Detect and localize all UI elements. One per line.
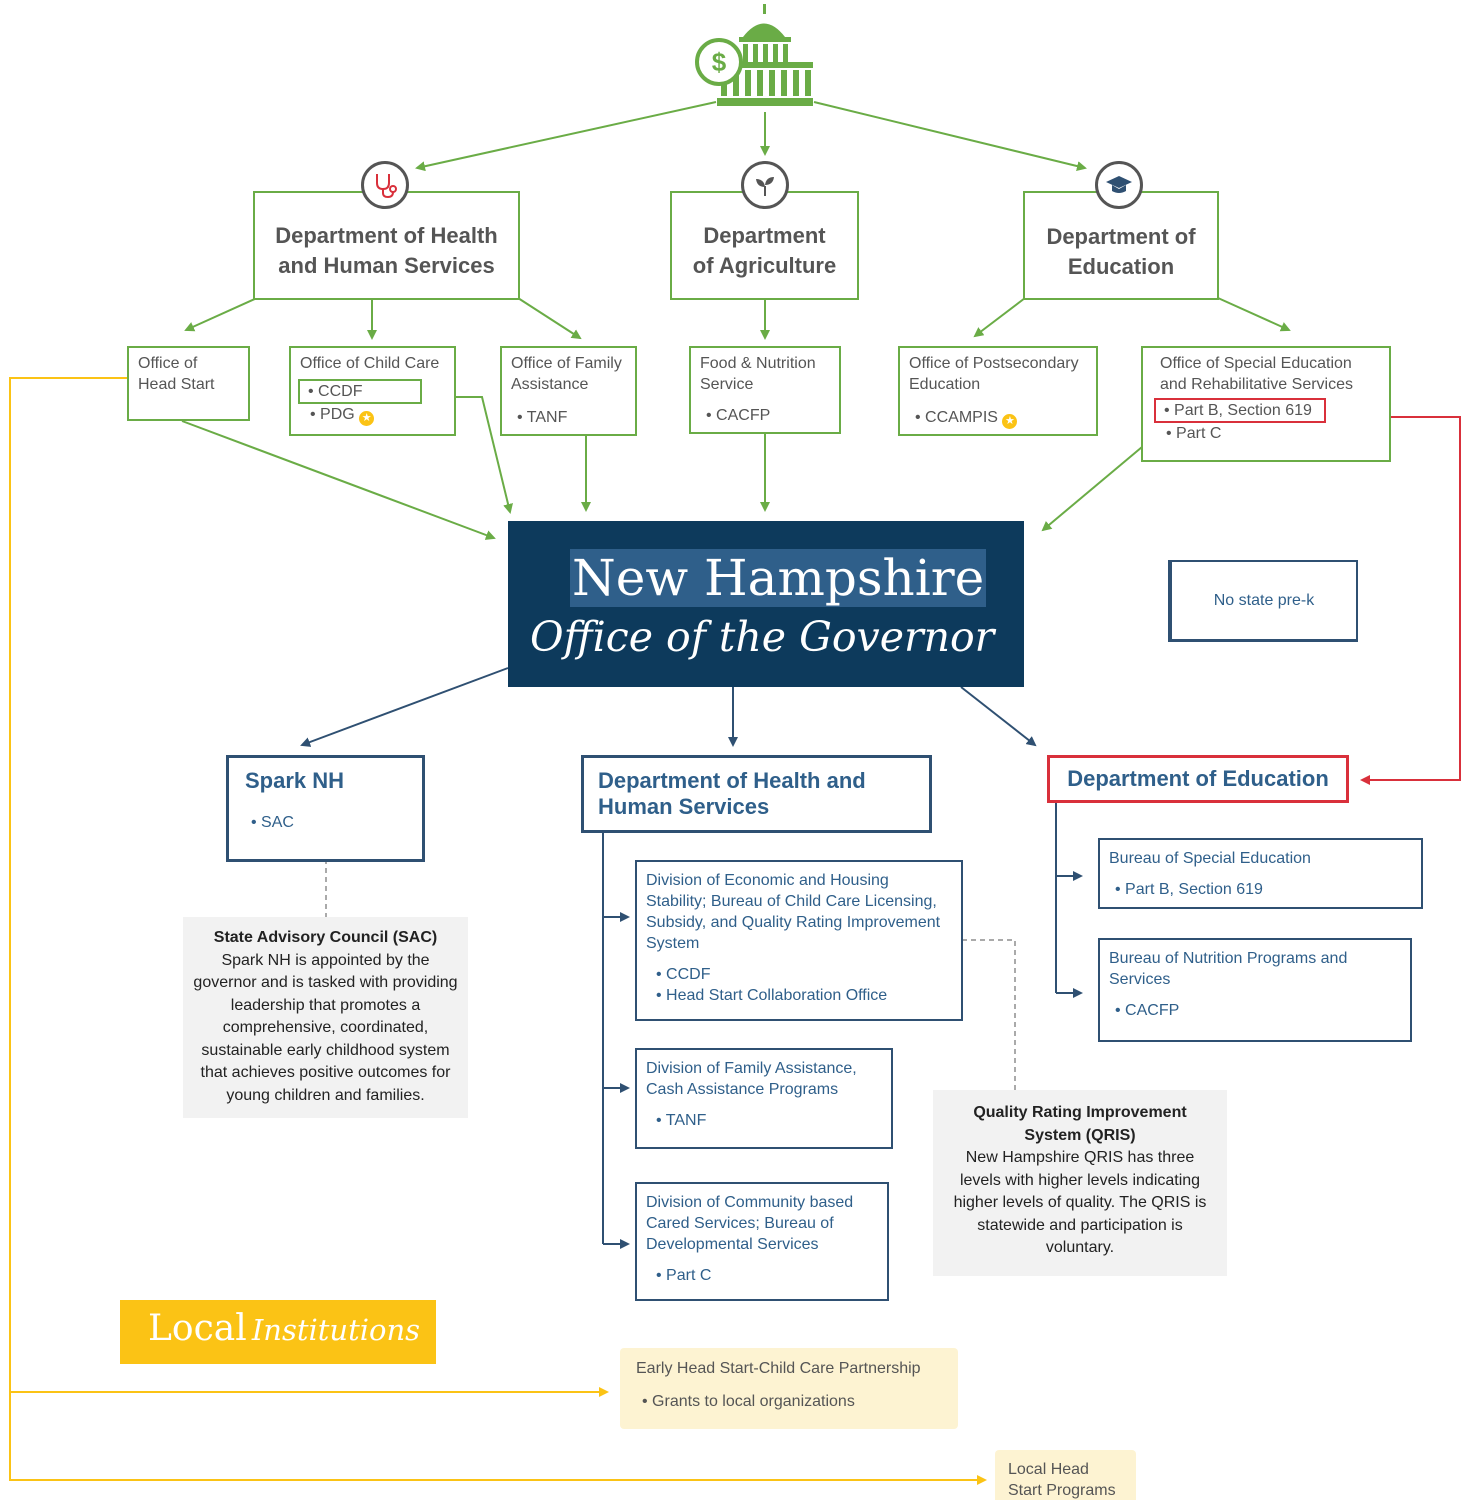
state-dhhs-title: Department of Health and Human Services: [598, 768, 866, 819]
doe-bureau-nutrition-item-cacfp: • CACFP: [1115, 1002, 1180, 1019]
office-child-care-item-pdg: • PDG ★: [300, 404, 445, 426]
local-banner-italic: Institutions: [251, 1313, 421, 1347]
doe-bureau-special-education: Bureau of Special Education • Part B, Se…: [1098, 838, 1423, 909]
federal-dept-education: Department of Education: [1023, 191, 1219, 300]
doe-bureau-nutrition-title: Bureau of Nutrition Programs and Service…: [1109, 950, 1348, 988]
local-ehs-partnership-item-grants: • Grants to local organizations: [642, 1393, 855, 1410]
dhhs-division-economic-housing-title: Division of Economic and Housing Stabili…: [646, 872, 941, 952]
office-child-care-item-ccdf: • CCDF: [298, 379, 423, 404]
governor-office-box: New Hampshire Office of the Governor: [508, 521, 1024, 687]
qris-note-body: New Hampshire QRIS has three levels with…: [953, 1149, 1207, 1256]
federal-dept-agriculture-title: Department of Agriculture: [692, 222, 837, 278]
office-special-education-item-part-c: • Part C: [1166, 425, 1222, 442]
office-head-start-title: Office of Head Start: [138, 355, 215, 393]
state-spark-nh-title: Spark NH: [245, 768, 345, 793]
office-special-education-title: Office of Special Education and Rehabili…: [1160, 355, 1353, 393]
office-postsecondary-item-ccampis: • CCAMPIS ★: [909, 407, 1087, 429]
doe-bureau-special-education-title: Bureau of Special Education: [1109, 850, 1311, 867]
dhhs-division-economic-housing: Division of Economic and Housing Stabili…: [635, 860, 963, 1021]
office-special-education-item-part-b: • Part B, Section 619: [1154, 398, 1326, 423]
no-prek-label: No state pre-k: [1213, 591, 1315, 609]
office-family-assistance-title: Office of Family Assistance: [511, 355, 622, 393]
local-ehs-partnership: Early Head Start-Child Care Partnership …: [620, 1348, 958, 1429]
office-postsecondary: Office of Postsecondary Education • CCAM…: [898, 346, 1098, 436]
office-child-care: Office of Child Care • CCDF • PDG ★: [289, 346, 456, 436]
local-head-start-programs-title: Local Head Start Programs: [1008, 1461, 1116, 1499]
dhhs-division-family-assistance-item-tanf: • TANF: [656, 1112, 707, 1129]
governor-office-title: Office of the Governor: [530, 613, 995, 661]
office-food-nutrition: Food & Nutrition Service • CACFP: [689, 346, 841, 434]
office-special-education: Office of Special Education and Rehabili…: [1141, 346, 1391, 462]
governor-state-name: New Hampshire: [570, 549, 987, 607]
no-prek-box: No state pre-k: [1168, 560, 1358, 642]
graduation-cap-icon: [1095, 161, 1143, 209]
federal-dept-agriculture: Department of Agriculture: [670, 191, 859, 300]
doe-bureau-special-education-item-part-b: • Part B, Section 619: [1115, 881, 1263, 898]
doe-bureau-nutrition: Bureau of Nutrition Programs and Service…: [1098, 938, 1412, 1042]
dhhs-division-family-assistance: Division of Family Assistance, Cash Assi…: [635, 1048, 893, 1149]
local-institutions-banner: Local Institutions: [120, 1300, 436, 1364]
qris-note-title: Quality Rating Improvement System (QRIS): [973, 1104, 1187, 1144]
state-education-title: Department of Education: [1067, 766, 1329, 791]
local-banner-main: Local: [148, 1308, 247, 1349]
star-badge-icon: ★: [359, 411, 375, 426]
dhhs-division-economic-housing-item-ccdf: • CCDF: [656, 966, 711, 983]
sac-note: State Advisory Council (SAC) Spark NH is…: [183, 917, 468, 1118]
svg-text:$: $: [712, 47, 727, 77]
local-head-start-programs: Local Head Start Programs: [995, 1450, 1136, 1500]
capitol-funding-icon: $: [693, 4, 813, 108]
federal-dept-education-title: Department of Education: [1046, 223, 1196, 279]
office-food-nutrition-title: Food & Nutrition Service: [700, 355, 816, 393]
star-badge-icon: ★: [1002, 414, 1018, 429]
stethoscope-icon: [361, 161, 409, 209]
office-child-care-title: Office of Child Care: [300, 355, 440, 372]
dhhs-division-community-services: Division of Community based Cared Servic…: [635, 1182, 889, 1301]
office-postsecondary-title: Office of Postsecondary Education: [909, 355, 1079, 393]
sac-note-body: Spark NH is appointed by the governor an…: [193, 951, 458, 1104]
office-family-assistance: Office of Family Assistance • TANF: [500, 346, 637, 436]
office-family-assistance-item-tanf: • TANF: [517, 409, 568, 426]
sac-note-title: State Advisory Council (SAC): [213, 929, 438, 946]
office-food-nutrition-item-cacfp: • CACFP: [706, 407, 771, 424]
state-dhhs: Department of Health and Human Services: [581, 755, 932, 833]
federal-dept-hhs-title: Department of Health and Human Services: [275, 222, 498, 278]
state-spark-nh: Spark NH • SAC: [226, 755, 425, 862]
office-head-start: Office of Head Start: [127, 346, 250, 421]
state-spark-nh-item-sac: • SAC: [251, 814, 294, 831]
federal-dept-hhs: Department of Health and Human Services: [253, 191, 520, 300]
dhhs-division-economic-housing-item-head-start: • Head Start Collaboration Office: [656, 987, 888, 1004]
local-ehs-partnership-title: Early Head Start-Child Care Partnership: [636, 1360, 921, 1377]
state-education: Department of Education: [1047, 755, 1349, 803]
dhhs-division-community-services-title: Division of Community based Cared Servic…: [646, 1194, 854, 1253]
sprout-icon: [741, 161, 789, 209]
qris-note: Quality Rating Improvement System (QRIS)…: [933, 1090, 1227, 1276]
dhhs-division-community-services-item-part-c: • Part C: [656, 1267, 712, 1284]
dhhs-division-family-assistance-title: Division of Family Assistance, Cash Assi…: [646, 1060, 857, 1098]
